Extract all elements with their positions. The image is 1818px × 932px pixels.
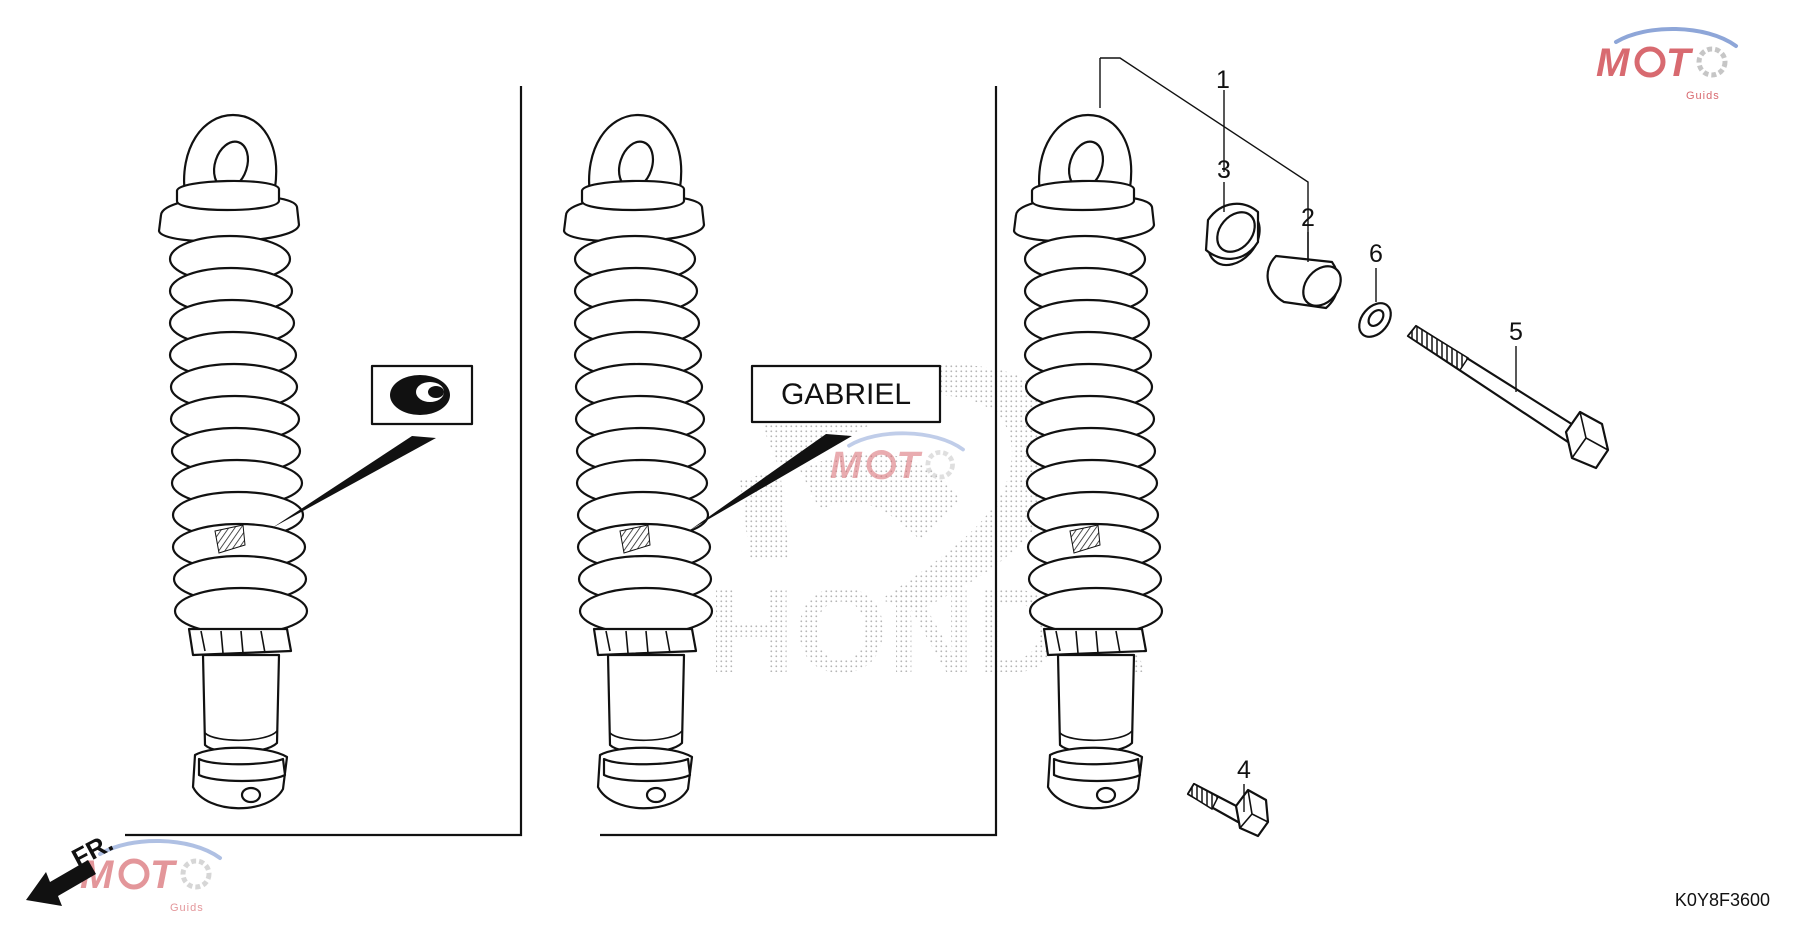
callout-3: 3: [1217, 156, 1231, 184]
moto-logo-subtext: Guids: [1686, 90, 1720, 102]
callout-4: 4: [1237, 756, 1251, 784]
callout-1: 1: [1216, 66, 1230, 94]
label-box-gabriel: GABRIEL: [690, 364, 942, 530]
moto-logo-top-right: Guids: [1596, 29, 1736, 102]
front-arrow-icon: [26, 860, 96, 906]
panel-frame-left: [125, 86, 523, 837]
part-2-sleeve: [1266, 232, 1342, 310]
shock-absorber-left: [157, 113, 309, 810]
part-6-washer: [1358, 268, 1392, 338]
moto-logo-bottom-left: Guids: [80, 841, 220, 914]
part-4-bolt: [1186, 782, 1270, 838]
moto-watermark-center: [830, 433, 963, 487]
label-box-logo: [272, 364, 474, 528]
part-3-collar: [1204, 182, 1261, 267]
part-1-bracket: [1099, 57, 1309, 270]
diagram-reference-code: K0Y8F3600: [1675, 890, 1770, 910]
callout-2: 2: [1301, 204, 1315, 232]
moto-logo-subtext-bottom: Guids: [170, 902, 204, 914]
part-5-bolt: [1406, 324, 1610, 470]
label-pointer-left: [272, 436, 436, 528]
callout-6: 6: [1369, 240, 1383, 268]
callout-5: 5: [1509, 318, 1523, 346]
shock-absorber-middle: [562, 113, 714, 810]
gabriel-label: GABRIEL: [781, 378, 911, 411]
shock-absorber-right: [1012, 113, 1164, 810]
label-pointer-gabriel: [690, 434, 852, 530]
panel-frame-middle: [600, 86, 998, 837]
